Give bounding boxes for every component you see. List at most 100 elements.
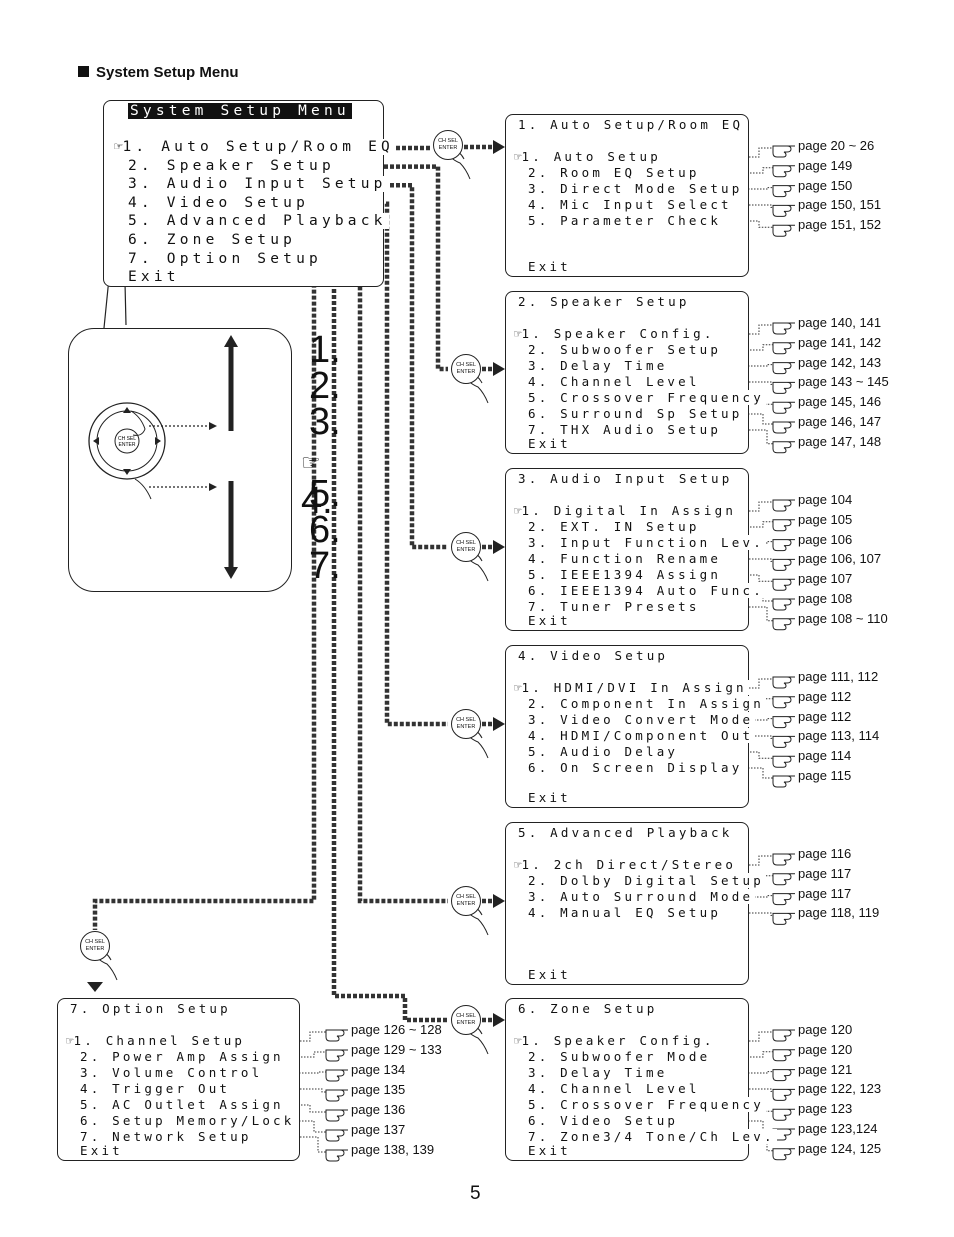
submenu-item-label: 7. Tuner Presets: [528, 599, 700, 614]
main-menu-item[interactable]: 5. Advanced Playback: [128, 213, 389, 230]
submenu-item[interactable]: 7. Network Setup: [80, 1129, 254, 1144]
submenu-item[interactable]: 2. Dolby Digital Setup: [528, 873, 766, 888]
submenu-item[interactable]: 4. Channel Level: [528, 1081, 702, 1096]
pointer-hand-icon: [772, 912, 795, 925]
submenu-item[interactable]: 7. THX Audio Setup: [528, 422, 724, 437]
submenu-item[interactable]: 3. Input Function Lev.: [528, 535, 766, 550]
submenu-item[interactable]: 6. IEEE1394 Auto Func.: [528, 583, 766, 598]
submenu-item[interactable]: 4. Trigger Out: [80, 1081, 233, 1096]
button-label: CH SEL: [85, 939, 105, 945]
submenu-item[interactable]: 5. Parameter Check: [528, 213, 724, 228]
submenu-item[interactable]: ☞1. 2ch Direct/Stereo: [514, 857, 739, 872]
submenu-item-label: 3. Delay Time: [528, 358, 668, 373]
submenu-item-label: 2. Subwoofer Mode: [528, 1049, 711, 1064]
submenu-item-label: 6. On Screen Display: [528, 760, 743, 775]
pointer-hand-icon: [772, 1069, 795, 1082]
main-menu-item[interactable]: 2. Speaker Setup: [128, 157, 337, 174]
submenu-item[interactable]: 2. Component In Assign: [528, 696, 766, 711]
submenu-item[interactable]: 5. IEEE1394 Assign: [528, 567, 724, 582]
submenu-item[interactable]: 7. Tuner Presets: [528, 599, 702, 614]
page-reference: page 120: [798, 1022, 853, 1037]
submenu-item[interactable]: 3. Volume Control: [80, 1065, 265, 1080]
submenu-item-label: 1. HDMI/DVI In Assign: [521, 680, 747, 695]
submenu-item[interactable]: 4. HDMI/Component Out: [528, 728, 756, 743]
submenu-exit[interactable]: Exit: [528, 967, 573, 982]
submenu-item-label: 2. Power Amp Assign: [80, 1049, 284, 1064]
submenu-exit[interactable]: Exit: [528, 1143, 573, 1158]
pointer-hand-icon: ☞: [514, 503, 522, 518]
submenu-item[interactable]: 3. Delay Time: [528, 1065, 670, 1080]
main-menu-exit[interactable]: Exit: [128, 269, 182, 286]
submenu-item[interactable]: 4. Channel Level: [528, 374, 702, 389]
submenu-item[interactable]: 7. Zone3/4 Tone/Ch Lev.: [528, 1129, 777, 1144]
submenu-exit[interactable]: Exit: [528, 613, 573, 628]
main-menu-item[interactable]: 6. Zone Setup: [128, 232, 299, 248]
submenu-exit[interactable]: Exit: [80, 1143, 125, 1158]
submenu-item[interactable]: 6. Video Setup: [528, 1113, 681, 1128]
submenu-item[interactable]: 5. Crossover Frequency: [528, 1097, 766, 1112]
submenu-item[interactable]: 3. Video Convert Mode: [528, 712, 756, 727]
submenu-item[interactable]: 2. Power Amp Assign: [80, 1049, 286, 1064]
submenu-title: 7. Option Setup: [70, 1001, 231, 1016]
remote-number-7: 7.: [309, 545, 341, 587]
pointer-hand-icon: [772, 598, 795, 611]
submenu-item[interactable]: 2. EXT. IN Setup: [528, 519, 702, 534]
submenu-item[interactable]: 5. Audio Delay: [528, 744, 681, 759]
submenu-item[interactable]: 5. AC Outlet Assign: [80, 1097, 286, 1112]
submenu-exit[interactable]: Exit: [528, 790, 573, 805]
submenu-item[interactable]: ☞1. Speaker Config.: [514, 326, 717, 341]
submenu-item[interactable]: 5. Crossover Frequency: [528, 390, 766, 405]
submenu-item[interactable]: 4. Manual EQ Setup: [528, 905, 724, 920]
page-reference: page 145, 146: [798, 394, 882, 410]
submenu-item[interactable]: 2. Room EQ Setup: [528, 165, 702, 180]
button-label: CH SEL: [438, 138, 458, 144]
button-label: CH SEL: [456, 1013, 476, 1019]
page-reference: page 106, 107: [798, 551, 882, 567]
page-reference: page 141, 142: [798, 334, 882, 350]
submenu-exit[interactable]: Exit: [528, 436, 573, 451]
submenu-item[interactable]: ☞1. Digital In Assign: [514, 503, 739, 518]
page-reference: page 137: [351, 1122, 406, 1137]
pointer-hand-icon: [772, 1029, 795, 1042]
page-reference: page 129 ~ 133: [351, 1042, 442, 1057]
submenu-item[interactable]: ☞1. Speaker Config.: [514, 1033, 717, 1048]
submenu-screen: 6. Zone Setup ☞1. Speaker Config.2. Subwo…: [505, 998, 777, 1161]
submenu-item[interactable]: 2. Subwoofer Setup: [528, 342, 724, 357]
submenu-item[interactable]: 4. Mic Input Select: [528, 197, 734, 212]
main-menu-item[interactable]: ☞1. Auto Setup/Room EQ: [114, 139, 396, 155]
submenu-item[interactable]: 4. Function Rename: [528, 551, 724, 566]
main-menu-item[interactable]: 4. Video Setup: [128, 194, 312, 211]
submenu-item[interactable]: ☞1. HDMI/DVI In Assign: [514, 680, 749, 695]
submenu-item-label: 2. Dolby Digital Setup: [528, 873, 764, 888]
submenu-item[interactable]: 3. Delay Time: [528, 358, 670, 373]
pointer-hand-icon: [772, 499, 795, 512]
square-bullet-icon: [78, 66, 89, 77]
pointer-hand-icon: ☞: [514, 680, 522, 695]
submenu-item[interactable]: 3. Auto Surround Mode: [528, 889, 756, 904]
submenu-item[interactable]: 6. On Screen Display: [528, 760, 745, 775]
remote-control-illustration: CH SEL ENTER 1. 2. 3. ☞4. 5. 6. 7.: [68, 328, 341, 592]
submenu-item[interactable]: ☞1. Channel Setup: [66, 1033, 248, 1048]
page-reference: page 106: [798, 531, 853, 547]
pointer-hand-icon: [772, 716, 795, 729]
page-reference: page 135: [351, 1082, 406, 1097]
submenu-item[interactable]: 6. Surround Sp Setup: [528, 406, 745, 421]
submenu-title: 6. Zone Setup: [518, 1001, 658, 1016]
page-reference: page 138, 139: [351, 1142, 435, 1157]
pointer-hand-icon: ☞: [66, 1033, 74, 1048]
main-menu-item[interactable]: 3. Audio Input Setup: [128, 176, 389, 193]
submenu-item[interactable]: 6. Setup Memory/Lock: [80, 1113, 297, 1128]
pointer-hand-icon: [772, 204, 795, 217]
submenu-item-label: 1. Digital In Assign: [521, 503, 737, 518]
pointer-hand-icon: ☞: [301, 450, 321, 475]
pointer-hand-icon: [772, 322, 795, 335]
pointer-hand-icon: ☞: [114, 139, 123, 155]
page-reference: page 147, 148: [798, 433, 882, 449]
submenu-item[interactable]: 3. Direct Mode Setup: [528, 181, 745, 196]
main-menu-item[interactable]: 7. Option Setup: [128, 250, 324, 267]
submenu-exit[interactable]: Exit: [528, 259, 573, 274]
submenu-item[interactable]: 2. Subwoofer Mode: [528, 1049, 713, 1064]
submenu-item[interactable]: ☞1. Auto Setup: [514, 149, 663, 164]
